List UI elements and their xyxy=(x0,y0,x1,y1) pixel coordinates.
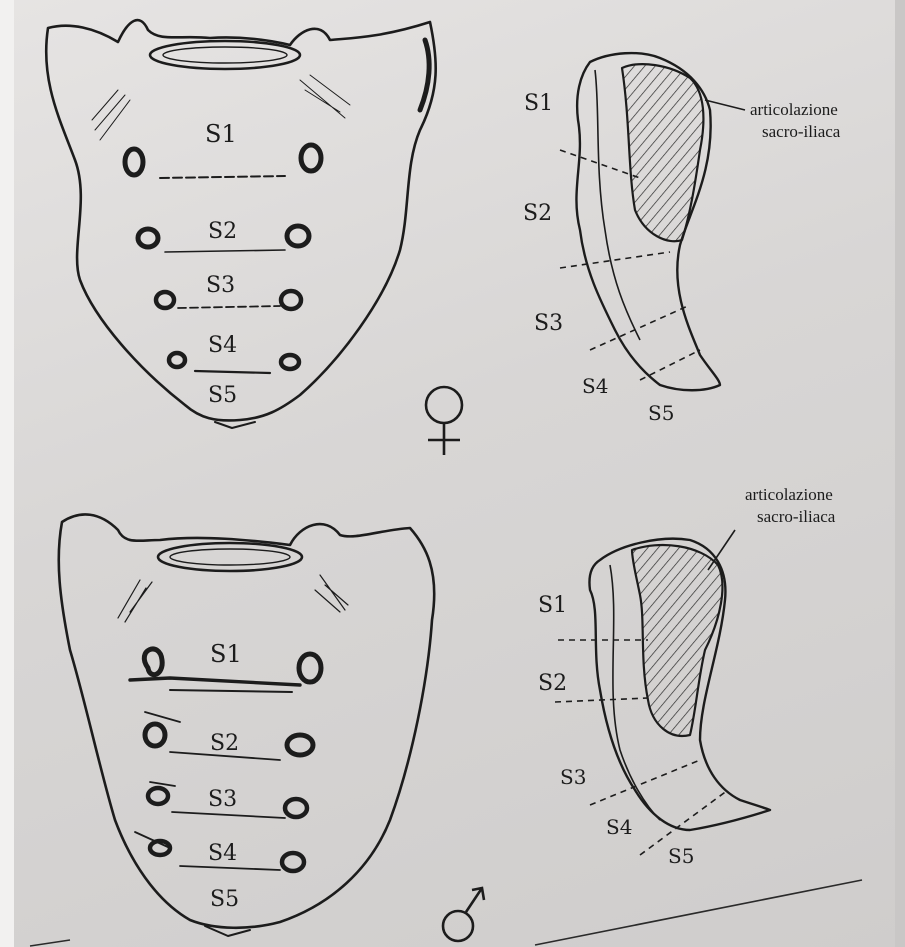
male-side-label-s5: S5 xyxy=(668,844,694,868)
male-annotation-leader xyxy=(708,530,735,570)
male-front-label-s4: S4 xyxy=(208,841,237,866)
female-front-label-s4: S4 xyxy=(208,333,237,358)
female-side-label-s4: S4 xyxy=(582,374,608,398)
male-fusion-line-1b xyxy=(170,690,292,692)
male-side-label-s4: S4 xyxy=(606,815,632,839)
female-front-hatch-left xyxy=(92,90,130,140)
female-annotation-leader xyxy=(705,100,745,110)
female-front-hatch-right xyxy=(300,75,350,118)
female-side-div-2 xyxy=(560,252,670,268)
female-annotation-line2: sacro-iliaca xyxy=(762,122,841,141)
male-side-label-s1: S1 xyxy=(538,593,567,618)
female-side-label-s3: S3 xyxy=(534,311,563,336)
male-front-promontory xyxy=(158,543,302,571)
female-foramen-4-right xyxy=(281,355,299,369)
female-sacrum-side xyxy=(560,53,745,390)
male-symbol xyxy=(443,888,484,941)
female-sacrum-front xyxy=(46,20,436,428)
male-foramen-3-left xyxy=(148,788,168,804)
male-foramen-4-right xyxy=(282,853,304,871)
male-side-label-s2: S2 xyxy=(538,671,567,696)
female-front-label-s2: S2 xyxy=(208,219,237,244)
male-front-hatch-left xyxy=(118,580,152,622)
page-margin-left xyxy=(0,0,14,947)
male-front-label-s5: S5 xyxy=(210,887,239,912)
male-front-label-s3: S3 xyxy=(208,787,237,812)
male-front-label-s1: S1 xyxy=(210,640,242,668)
female-front-promontory xyxy=(150,41,300,69)
female-foramen-3-left xyxy=(156,292,174,308)
male-foramen-3-right xyxy=(285,799,307,817)
female-side-label-s2: S2 xyxy=(523,201,552,226)
female-symbol xyxy=(426,387,462,455)
female-fusion-line-2 xyxy=(165,250,285,252)
bottom-rule xyxy=(535,880,862,945)
female-fusion-line-3 xyxy=(178,306,280,308)
male-front-promontory-inner xyxy=(170,549,290,565)
male-side-label-s3: S3 xyxy=(560,765,586,789)
female-fusion-line-1 xyxy=(160,176,285,178)
female-front-label-s3: S3 xyxy=(206,273,235,298)
female-front-auricular-edge xyxy=(420,40,429,110)
page-margin-right xyxy=(895,0,905,947)
male-annotation-line2: sacro-iliaca xyxy=(757,507,836,526)
female-foramen-4-left xyxy=(169,353,185,367)
female-foramen-1-left xyxy=(125,149,143,175)
female-front-promontory-inner xyxy=(163,47,287,63)
female-annotation-line1: articolazione xyxy=(750,100,838,119)
female-front-outline xyxy=(46,20,436,420)
male-sacrum-front xyxy=(59,514,434,936)
male-foramen-2-left xyxy=(145,724,165,746)
female-front-label-s5: S5 xyxy=(208,383,237,408)
male-side-auricular-surface xyxy=(632,545,722,736)
male-foramen-1-left xyxy=(144,649,162,675)
female-foramen-3-right xyxy=(281,291,301,309)
male-sacrum-side xyxy=(555,530,770,855)
female-foramen-2-right xyxy=(287,226,309,246)
female-foramen-1-right xyxy=(301,145,321,171)
female-side-label-s5: S5 xyxy=(648,401,674,425)
female-foramen-2-left xyxy=(138,229,158,247)
female-fusion-line-4 xyxy=(195,371,270,373)
male-front-label-s2: S2 xyxy=(210,731,239,756)
male-annotation-line1: articolazione xyxy=(745,485,833,504)
female-side-label-s1: S1 xyxy=(524,91,553,116)
male-front-hatch-right xyxy=(315,575,348,612)
female-front-label-s1: S1 xyxy=(205,120,237,148)
female-front-coccyx-tip xyxy=(215,422,255,428)
male-fusion-line-1 xyxy=(130,678,300,685)
male-front-outline xyxy=(59,514,434,927)
male-foramen-2-right xyxy=(287,735,313,755)
male-side-div-3 xyxy=(590,760,700,805)
male-foramen-1-right xyxy=(299,654,321,682)
bottom-tick xyxy=(30,940,70,946)
